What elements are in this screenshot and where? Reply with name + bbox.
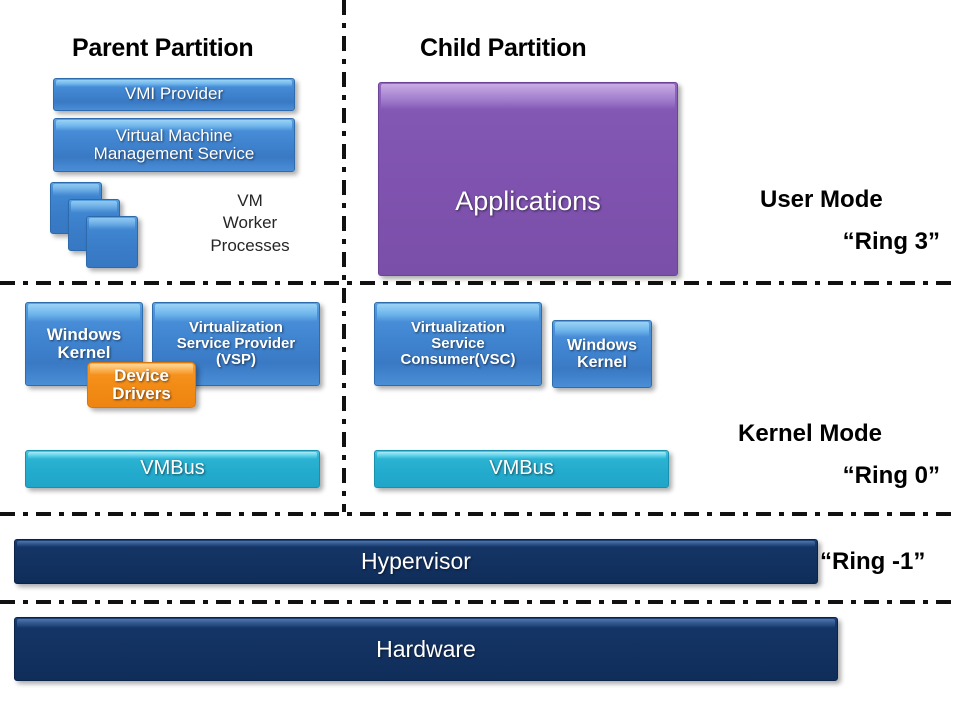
child-windows-kernel-box[interactable]: Windows Kernel — [552, 320, 652, 388]
parent-partition-title: Parent Partition — [72, 34, 254, 62]
wmi-provider-label: VMI Provider — [124, 84, 224, 104]
parent-vmbus-label: VMBus — [140, 457, 205, 480]
hypervisor-box[interactable]: Hypervisor — [14, 539, 818, 584]
parent-vmbus-box[interactable]: VMBus — [25, 450, 320, 488]
vsc-box[interactable]: Virtualization Service Consumer(VSC) — [374, 302, 542, 386]
user-mode-label: User Mode — [760, 186, 883, 213]
hypervisor-label: Hypervisor — [361, 548, 471, 575]
ring-3-label: “Ring 3” — [842, 228, 940, 255]
vsp-label: Virtualization Service Provider (VSP) — [176, 318, 296, 369]
child-vmbus-box[interactable]: VMBus — [374, 450, 669, 488]
wmi-provider-box[interactable]: VMI Provider — [53, 78, 295, 111]
partition-divider — [342, 0, 346, 512]
hardware-label: Hardware — [376, 635, 476, 662]
device-drivers-box[interactable]: Device Drivers — [87, 362, 196, 408]
device-drivers-label: Device Drivers — [112, 365, 171, 403]
child-vmbus-label: VMBus — [489, 457, 554, 480]
user-kernel-mode-separator — [0, 281, 958, 285]
ring-minus-1-label: “Ring -1” — [820, 548, 926, 575]
vm-worker-process-square-front[interactable] — [86, 216, 138, 268]
vsp-box[interactable]: Virtualization Service Provider (VSP) — [152, 302, 320, 386]
child-partition-title: Child Partition — [420, 34, 587, 62]
vmms-label: Virtual Machine Management Service — [93, 125, 255, 163]
kernel-hypervisor-separator — [0, 512, 958, 516]
applications-label: Applications — [455, 186, 601, 216]
applications-box[interactable]: Applications — [378, 82, 678, 276]
vsc-label: Virtualization Service Consumer(VSC) — [400, 318, 516, 369]
kernel-mode-label: Kernel Mode — [738, 420, 883, 447]
hypervisor-hardware-separator — [0, 600, 958, 604]
parent-windows-kernel-label: Windows Kernel — [46, 324, 122, 362]
child-windows-kernel-label: Windows Kernel — [566, 336, 638, 371]
hardware-box[interactable]: Hardware — [14, 617, 838, 681]
vm-worker-processes-label: VM Worker Processes — [210, 191, 290, 255]
vmms-box[interactable]: Virtual Machine Management Service — [53, 118, 295, 172]
ring-0-label: “Ring 0” — [842, 462, 940, 489]
